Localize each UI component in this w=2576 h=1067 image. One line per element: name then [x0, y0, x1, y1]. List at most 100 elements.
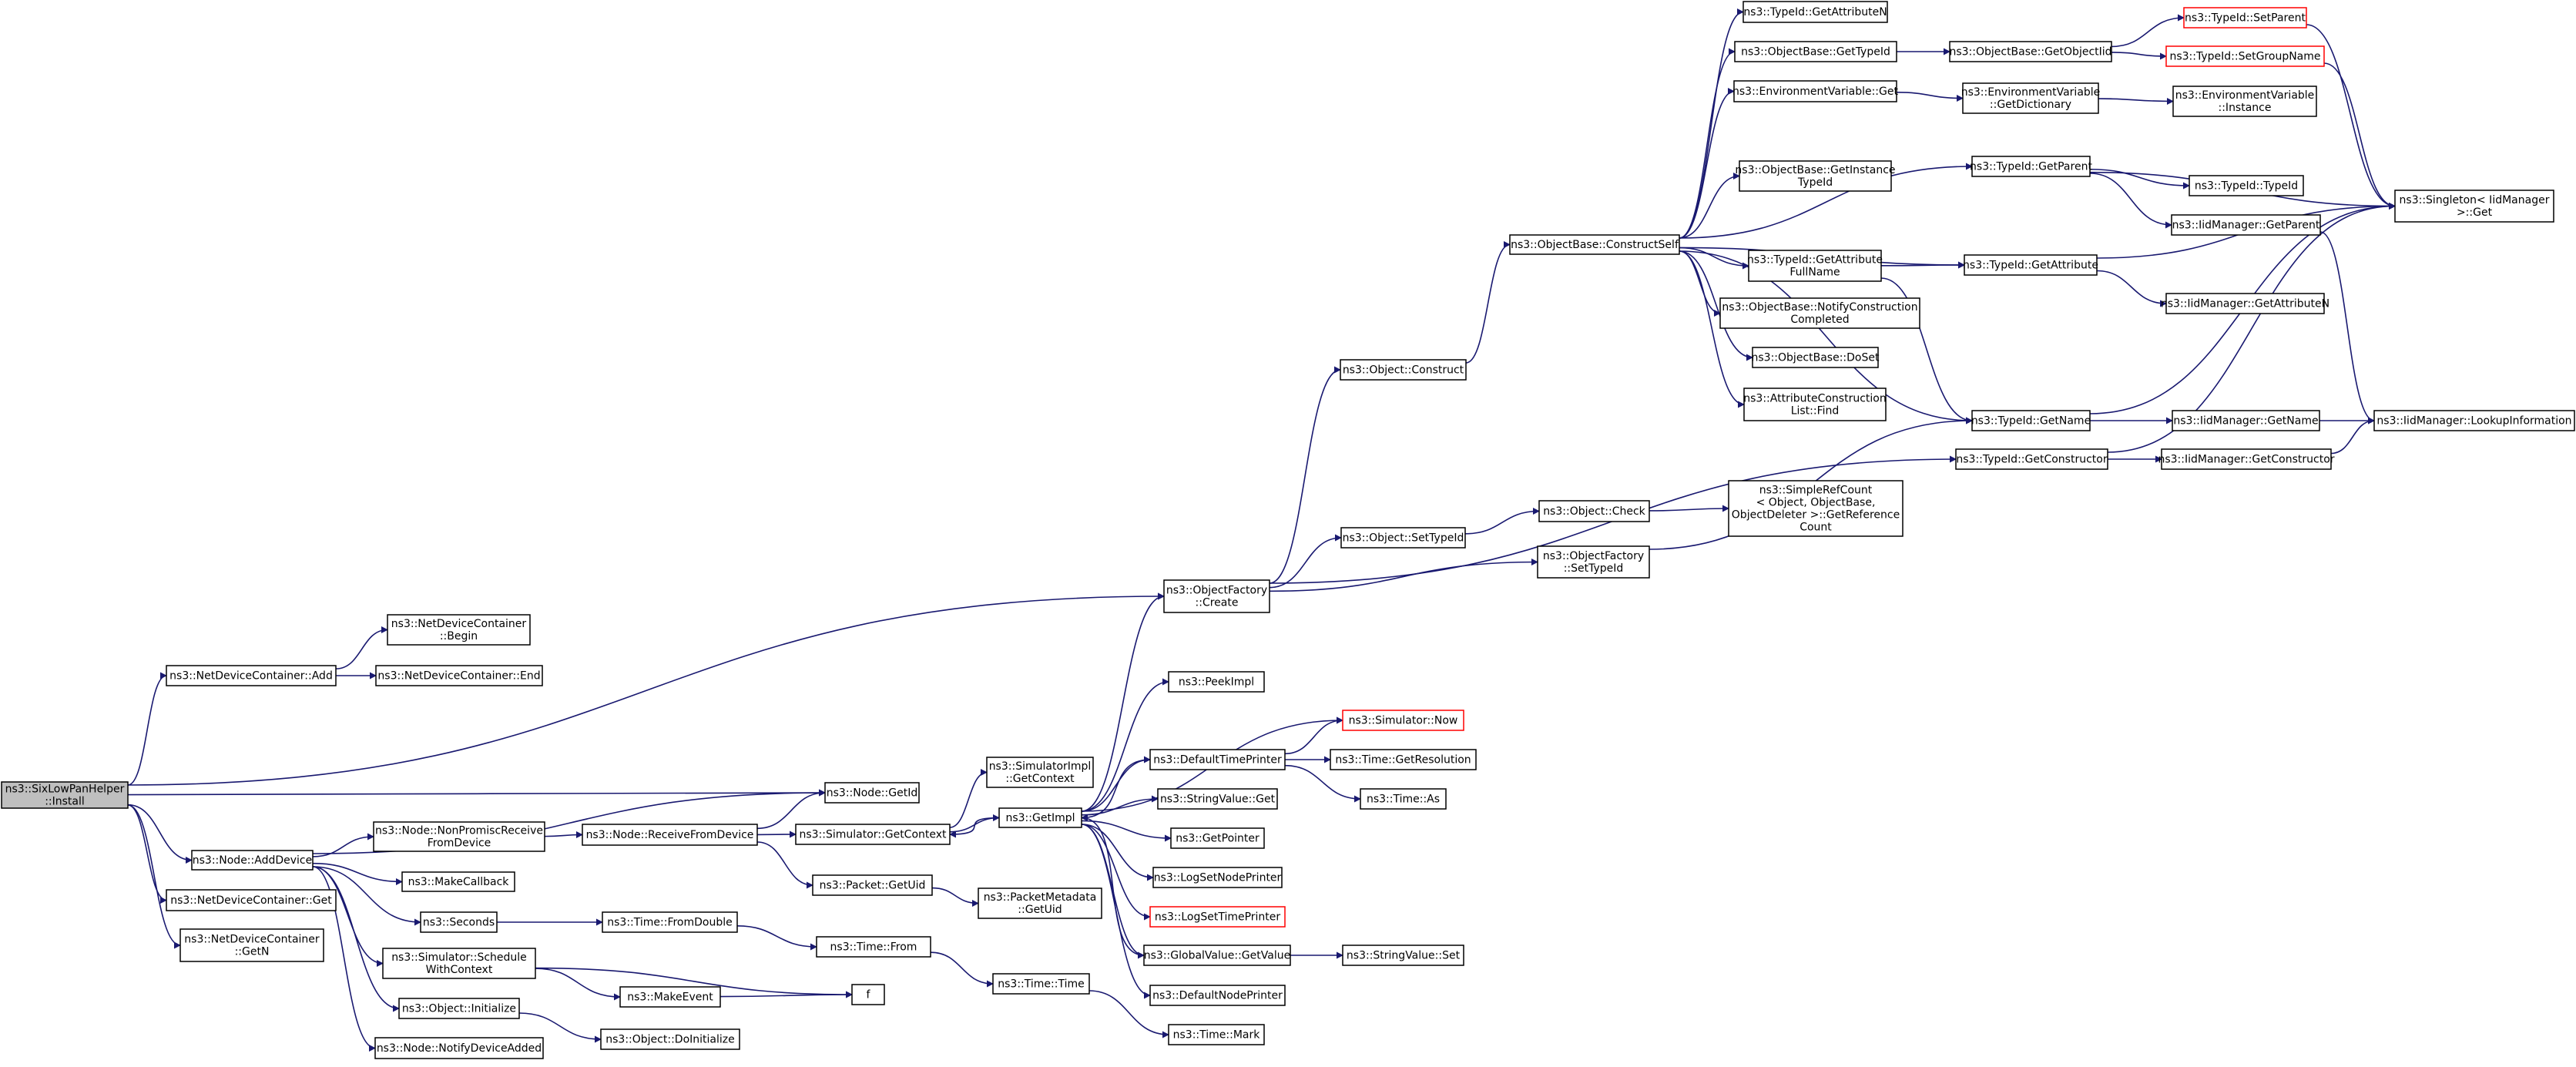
node-node_getid[interactable]: ns3::Node::GetId	[824, 782, 920, 804]
node-typeid_typeid[interactable]: ns3::TypeId::TypeId	[2189, 175, 2304, 196]
node-typeid_getparent[interactable]: ns3::TypeId::GetParent	[1970, 156, 2092, 177]
node-label: ::Create	[1196, 596, 1239, 609]
node-pktmeta_getuid[interactable]: ns3::PacketMetadata::GetUid	[978, 887, 1102, 919]
node-ndc_begin[interactable]: ns3::NetDeviceContainer::Begin	[387, 614, 531, 646]
node-logsettimeprinter[interactable]: ns3::LogSetTimePrinter	[1149, 906, 1286, 928]
node-sim_now[interactable]: ns3::Simulator::Now	[1342, 710, 1464, 731]
node-envvar_get[interactable]: ns3::EnvironmentVariable::Get	[1732, 80, 1898, 102]
node-time_fromdouble[interactable]: ns3::Time::FromDouble	[602, 911, 738, 933]
node-node_adddevice[interactable]: ns3::Node::AddDevice	[191, 850, 314, 871]
node-time_mark[interactable]: ns3::Time::Mark	[1168, 1024, 1265, 1045]
node-notifydeviceadded[interactable]: ns3::Node::NotifyDeviceAdded	[374, 1037, 544, 1059]
node-label: ns3::ObjectFactory	[1166, 584, 1267, 596]
node-makeevent[interactable]: ns3::MakeEvent	[619, 986, 721, 1008]
node-box	[1743, 388, 1887, 421]
node-ndc_add[interactable]: ns3::NetDeviceContainer::Add	[166, 665, 337, 686]
node-simplerefcount[interactable]: ns3::SimpleRefCount< Object, ObjectBase,…	[1728, 480, 1903, 537]
node-makecallback[interactable]: ns3::MakeCallback	[401, 871, 515, 892]
node-iidmanager_getattributen[interactable]: ns3::IidManager::GetAttributeN	[2161, 293, 2329, 314]
node-constructself[interactable]: ns3::ObjectBase::ConstructSelf	[1509, 234, 1680, 255]
node-label: ns3::Seconds	[423, 916, 495, 928]
node-typeid_setgroupname[interactable]: ns3::TypeId::SetGroupName	[2165, 45, 2325, 67]
node-box	[420, 911, 498, 933]
node-typeid_setparent[interactable]: ns3::TypeId::SetParent	[2183, 7, 2307, 29]
node-box	[2183, 7, 2307, 29]
node-box	[795, 824, 951, 845]
node-ndc_getn[interactable]: ns3::NetDeviceContainer::GetN	[179, 928, 324, 962]
node-time_time[interactable]: ns3::Time::Time	[992, 973, 1090, 995]
node-box	[986, 757, 1094, 788]
edge-root-to-ndc_get	[127, 804, 167, 904]
node-ndc_get[interactable]: ns3::NetDeviceContainer::Get	[166, 889, 337, 911]
edge-root-to-node_getid	[127, 789, 826, 797]
node-obj_initialize[interactable]: ns3::Object::Initialize	[398, 998, 520, 1019]
node-ndc_end[interactable]: ns3::NetDeviceContainer::End	[375, 665, 543, 686]
edge-packet_getuid-to-pktmeta_getuid	[931, 887, 979, 907]
node-label: ns3::EnvironmentVariable	[1961, 86, 2101, 99]
node-stringvalue_set[interactable]: ns3::StringValue::Set	[1342, 945, 1464, 966]
node-root[interactable]: ns3::SixLowPanHelper::Install	[1, 781, 129, 809]
edge-schedulectx-to-makeevent	[535, 968, 621, 1001]
node-box	[1152, 867, 1283, 888]
node-typeid_getconstructor[interactable]: ns3::TypeId::GetConstructor	[1955, 448, 2108, 470]
node-box	[374, 1037, 544, 1059]
node-receivefromdevice[interactable]: ns3::Node::ReceiveFromDevice	[582, 824, 758, 846]
node-singleton_get[interactable]: ns3::Singleton< IidManager >::Get	[2394, 190, 2554, 223]
node-label: ns3::Time::Mark	[1173, 1028, 1261, 1041]
node-objbase_gettypeid[interactable]: ns3::ObjectBase::GetTypeId	[1734, 41, 1897, 62]
node-label: ns3::Time::From	[830, 941, 917, 953]
node-iidmanager_getconstructor[interactable]: ns3::IidManager::GetConstructor	[2158, 448, 2335, 470]
node-envvar_instance[interactable]: ns3::EnvironmentVariable::Instance	[2172, 86, 2317, 117]
node-box	[1143, 945, 1291, 966]
node-label: ns3::Node::GetId	[827, 787, 917, 799]
node-obj_construct[interactable]: ns3::Object::Construct	[1340, 359, 1467, 381]
node-box	[1, 781, 129, 809]
node-envvar_getdictionary[interactable]: ns3::EnvironmentVariable::GetDictionary	[1961, 82, 2101, 114]
node-typeid_getname[interactable]: ns3::TypeId::GetName	[1971, 410, 2091, 431]
node-iidmanager_getname[interactable]: ns3::IidManager::GetName	[2172, 410, 2320, 431]
node-f[interactable]: f	[851, 984, 885, 1005]
node-sim_getcontext[interactable]: ns3::Simulator::GetContext	[795, 824, 951, 845]
node-stringvalue_get[interactable]: ns3::StringValue::Get	[1157, 788, 1278, 810]
node-packet_getuid[interactable]: ns3::Packet::GetUid	[812, 874, 933, 896]
node-time_getresolution[interactable]: ns3::Time::GetResolution	[1330, 749, 1477, 770]
node-getpointer[interactable]: ns3::GetPointer	[1170, 827, 1265, 849]
node-label: ns3::Node::ReceiveFromDevice	[586, 829, 754, 841]
node-box	[851, 984, 885, 1005]
node-typeid_getattributen[interactable]: ns3::TypeId::GetAttributeN	[1742, 1, 1888, 23]
node-box	[1340, 359, 1467, 381]
node-logsetnodeprinter[interactable]: ns3::LogSetNodePrinter	[1152, 867, 1283, 888]
node-simimpl_getcontext[interactable]: ns3::SimulatorImpl::GetContext	[986, 757, 1094, 788]
node-globalvalue_getvalue[interactable]: ns3::GlobalValue::GetValue	[1143, 945, 1291, 966]
node-label: ns3::IidManager::GetParent	[2172, 219, 2320, 231]
node-obj_check[interactable]: ns3::Object::Check	[1538, 500, 1650, 522]
edge-objfactory_create-to-obj_settypeid	[1269, 534, 1342, 589]
node-objfactory_settypeid[interactable]: ns3::ObjectFactory::SetTypeId	[1537, 545, 1650, 579]
node-objbase_getobjectiid[interactable]: ns3::ObjectBase::GetObjectIid	[1949, 41, 2112, 62]
node-seconds[interactable]: ns3::Seconds	[420, 911, 498, 933]
node-typeid_getattribute[interactable]: ns3::TypeId::GetAttribute	[1963, 254, 2098, 276]
node-obj_settypeid[interactable]: ns3::Object::SetTypeId	[1340, 527, 1466, 549]
node-iidmanager_lookupinformation[interactable]: ns3::IidManager::LookupInformation	[2373, 410, 2575, 431]
edge-constructself-to-objbase_gettypeid	[1679, 48, 1736, 239]
node-iidmanager_getparent[interactable]: ns3::IidManager::GetParent	[2171, 214, 2321, 236]
node-objfactory_create[interactable]: ns3::ObjectFactory::Create	[1163, 579, 1270, 613]
node-time_as[interactable]: ns3::Time::As	[1360, 788, 1447, 810]
edge-constructself-to-typeid_getname	[1679, 250, 1973, 424]
node-time_from[interactable]: ns3::Time::From	[816, 936, 931, 958]
node-notifyconstructioncompleted[interactable]: ns3::ObjectBase::NotifyConstructionCompl…	[1719, 297, 1920, 329]
node-getimpl[interactable]: ns3::GetImpl	[998, 807, 1082, 828]
node-defaulttimeprinter[interactable]: ns3::DefaultTimePrinter	[1149, 749, 1286, 770]
node-objbase_doset[interactable]: ns3::ObjectBase::DoSet	[1752, 347, 1880, 368]
node-label: ns3::ObjectBase::DoSet	[1752, 351, 1880, 364]
node-obj_doinitialize[interactable]: ns3::Object::DoInitialize	[600, 1028, 740, 1050]
node-peekimpl[interactable]: ns3::PeekImpl	[1168, 671, 1265, 693]
node-label: < Object, ObjectBase,	[1756, 496, 1876, 508]
node-box	[978, 887, 1102, 919]
node-defaultnodeprinter[interactable]: ns3::DefaultNodePrinter	[1149, 985, 1286, 1006]
